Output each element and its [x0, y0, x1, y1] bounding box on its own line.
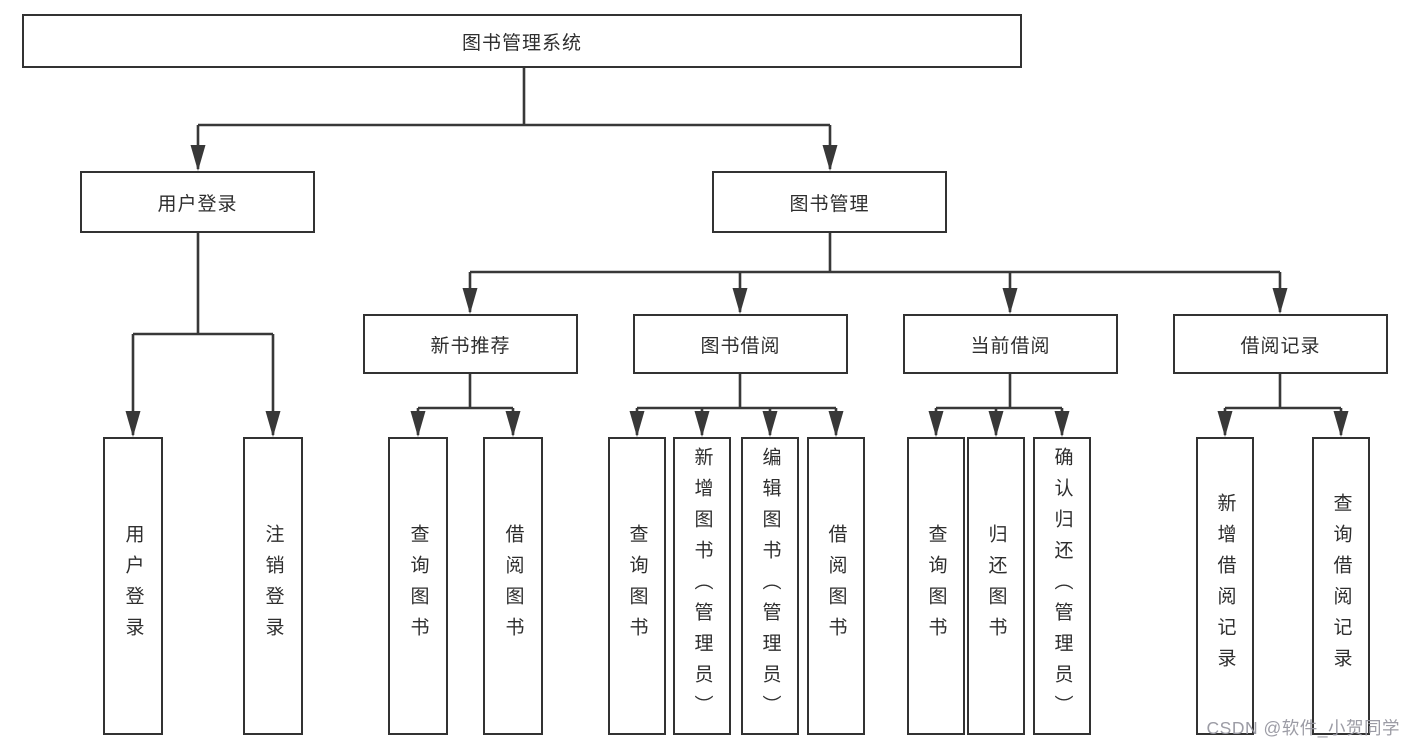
connector-borrow-branch	[635, 374, 838, 435]
leaf-query-books-borrow: 查询图书	[608, 437, 666, 735]
leaf-user-login-label: 用户登录	[122, 524, 144, 648]
connector-book-mgmt-branch	[468, 233, 1282, 312]
arrowheads	[125, 145, 1349, 437]
node-book-borrow: 图书借阅	[633, 314, 848, 374]
node-root: 图书管理系统	[22, 14, 1022, 68]
leaf-add-book-admin: 新增图书（管理员）	[673, 437, 731, 735]
arrowhead-icon	[988, 411, 1004, 437]
node-book-mgmt: 图书管理	[712, 171, 947, 233]
arrowhead-icon	[694, 411, 710, 437]
leaf-query-books-borrow-label: 查询图书	[626, 524, 648, 648]
connector-user-login-branch	[131, 233, 275, 435]
leaf-confirm-return-admin: 确认归还（管理员）	[1033, 437, 1091, 735]
arrowhead-icon	[1054, 411, 1070, 437]
leaf-borrow-books: 借阅图书	[807, 437, 865, 735]
arrowhead-icon	[822, 145, 838, 171]
node-borrow-records: 借阅记录	[1173, 314, 1388, 374]
connector-root-branch	[196, 68, 832, 169]
leaf-edit-book-admin: 编辑图书（管理员）	[741, 437, 799, 735]
leaf-borrow-books-recommend: 借阅图书	[483, 437, 543, 735]
leaf-confirm-return-admin-label: 确认归还（管理员）	[1051, 446, 1073, 726]
arrowhead-icon	[1272, 288, 1288, 314]
arrowhead-icon	[1333, 411, 1349, 437]
leaf-return-books-label: 归还图书	[985, 524, 1007, 648]
arrowhead-icon	[1217, 411, 1233, 437]
arrowhead-icon	[410, 411, 426, 437]
leaf-query-borrow-record-label: 查询借阅记录	[1330, 493, 1352, 679]
leaf-add-borrow-record-label: 新增借阅记录	[1214, 493, 1236, 679]
leaf-borrow-books-recommend-label: 借阅图书	[502, 524, 524, 648]
node-new-book-recommend: 新书推荐	[363, 314, 578, 374]
node-user-login: 用户登录	[80, 171, 315, 233]
arrowhead-icon	[265, 411, 281, 437]
leaf-add-book-admin-label: 新增图书（管理员）	[691, 446, 713, 726]
leaf-logout-label: 注销登录	[262, 524, 284, 648]
leaf-query-borrow-record: 查询借阅记录	[1312, 437, 1370, 735]
leaf-query-books-recommend: 查询图书	[388, 437, 448, 735]
connector-recommend-branch	[416, 374, 515, 435]
leaf-return-books: 归还图书	[967, 437, 1025, 735]
arrowhead-icon	[190, 145, 206, 171]
arrowhead-icon	[732, 288, 748, 314]
leaf-query-books-current-label: 查询图书	[925, 524, 947, 648]
arrowhead-icon	[928, 411, 944, 437]
arrowhead-icon	[1002, 288, 1018, 314]
watermark: CSDN @软件_小贺同学	[1206, 718, 1400, 738]
leaf-logout: 注销登录	[243, 437, 303, 735]
arrowhead-icon	[762, 411, 778, 437]
leaf-query-books-recommend-label: 查询图书	[407, 524, 429, 648]
leaf-query-books-current: 查询图书	[907, 437, 965, 735]
node-current-borrow: 当前借阅	[903, 314, 1118, 374]
arrowhead-icon	[462, 288, 478, 314]
leaf-edit-book-admin-label: 编辑图书（管理员）	[759, 446, 781, 726]
leaf-borrow-books-label: 借阅图书	[825, 524, 847, 648]
arrowhead-icon	[629, 411, 645, 437]
connector-records-branch	[1223, 374, 1343, 435]
arrowhead-icon	[505, 411, 521, 437]
leaf-user-login: 用户登录	[103, 437, 163, 735]
arrowhead-icon	[125, 411, 141, 437]
leaf-add-borrow-record: 新增借阅记录	[1196, 437, 1254, 735]
arrowhead-icon	[828, 411, 844, 437]
